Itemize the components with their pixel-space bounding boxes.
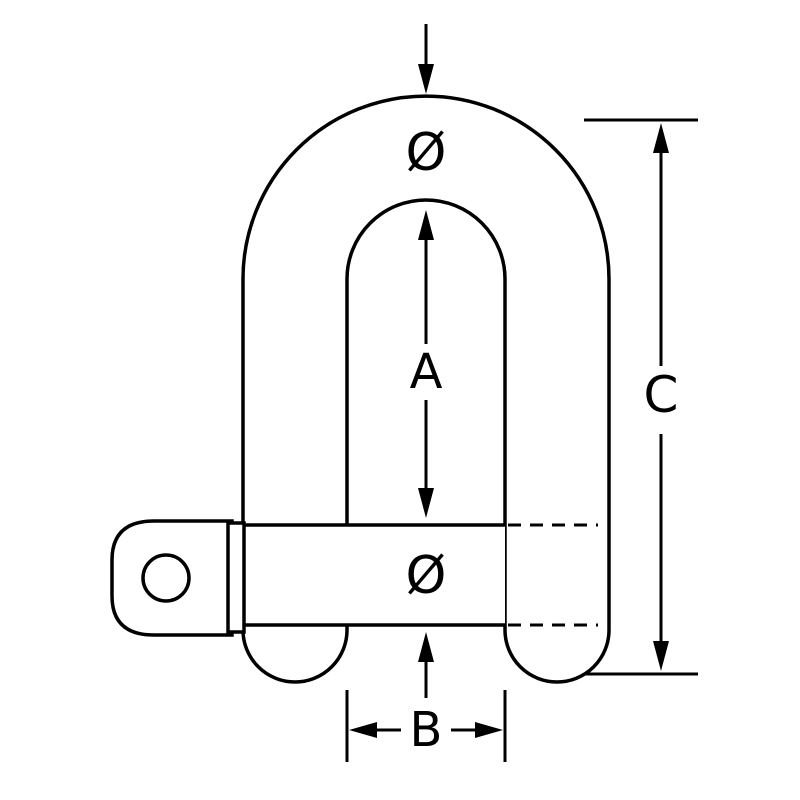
dim-b-arrowhead-right xyxy=(475,722,503,738)
bow-diameter-arrowhead-down xyxy=(418,64,434,94)
pin-diameter-arrowhead-up xyxy=(418,632,434,662)
bow-diameter-label: Ø xyxy=(406,123,447,183)
dim-a-arrowhead-up xyxy=(418,210,434,240)
dim-a-arrowhead-down xyxy=(418,488,434,518)
pin-collar xyxy=(226,521,246,634)
dim-c-arrowhead-up xyxy=(653,123,669,153)
dim-c-label: C xyxy=(644,366,679,424)
pin-diameter-label: Ø xyxy=(406,546,447,606)
pin-shaft-body xyxy=(246,524,505,626)
dim-a-label: A xyxy=(410,344,443,400)
dim-c-arrowhead-down xyxy=(653,641,669,671)
pin-head-hole xyxy=(141,553,191,603)
dim-b-label: B xyxy=(410,702,443,758)
dim-b-arrowhead-left xyxy=(349,722,377,738)
